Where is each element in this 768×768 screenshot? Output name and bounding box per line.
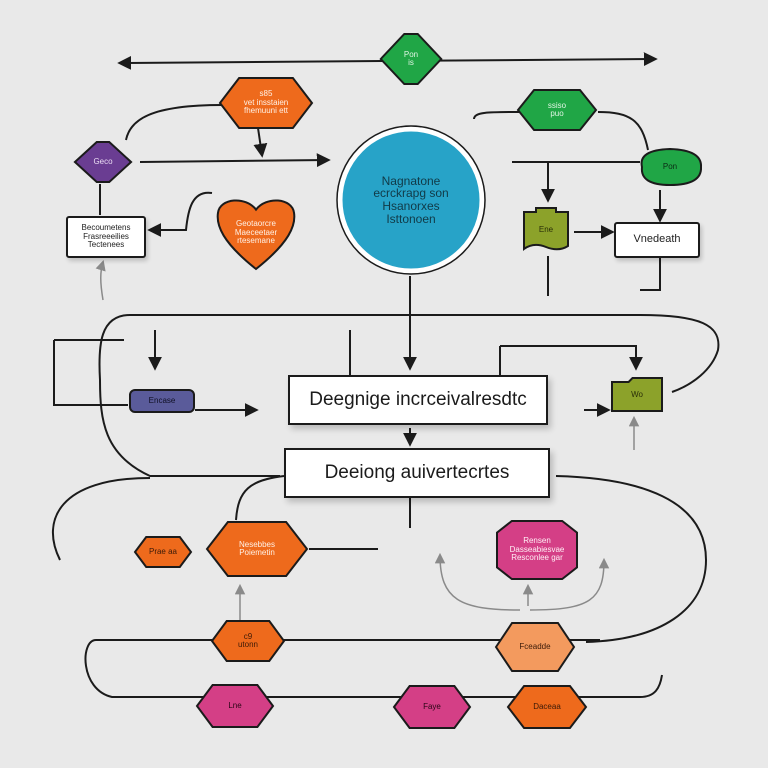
node-main-box-1: Deegnige incrceivalresdtc [288,375,548,425]
node-label: c9 utonn [237,631,259,649]
node-shape [133,536,193,568]
node-shape [210,620,286,662]
node-pink-bottom-2: Faye [392,684,472,730]
node-label: Deegnige incrceivalresdtc [309,389,527,411]
connector-line [639,674,663,698]
node-label: Daceaa [533,701,561,711]
node-shape [129,389,195,413]
connector-line [139,153,331,168]
connector-line [235,475,285,521]
node-olive-doc: Ene [521,206,571,254]
node-label: Wo [631,389,643,399]
node-label: Fceadde [519,641,551,651]
node-purple-card: Encase [128,388,196,414]
node-label: Nesebbes Poiemetin [238,539,276,557]
node-label: Nagnatone ecrckrapg son Hsanorxes Istton… [373,173,449,226]
node-shape [205,521,309,577]
node-label: Ene [538,224,554,234]
node-shape [516,89,598,131]
node-shape [506,685,588,729]
node-right-green: Pon [636,146,704,188]
connector-line [473,111,521,120]
node-top-orange: s85 vet insstaien fhemuuni ett [218,76,314,130]
node-shape [611,377,663,412]
node-label: Geco [93,156,113,166]
connector-line [434,552,521,611]
node-label: Deeiong auivertecrtes [324,462,510,484]
node-label: Faye [423,701,441,711]
node-top-green: Pon is [369,32,453,86]
connector-line [84,639,640,698]
connector-line [500,345,643,371]
node-orange-c9: c9 utonn [210,619,286,663]
node-shape [523,207,569,251]
node-shape [73,141,133,183]
node-shape [218,77,314,129]
node-shape [496,520,578,580]
connector-line [51,477,151,561]
node-right-box: Vnedeath [614,222,700,258]
connector-line [95,259,106,301]
node-left-box: Becoumetens Frasreeeilies Tectenees [66,216,146,258]
node-label: Becoumetens Frasreeeilies Tectenees [81,223,131,250]
node-pink-bottom-1: Lne [195,683,275,729]
node-label: Encase [148,395,176,405]
node-top-right-green: ssiso puo [516,88,598,132]
node-shape [216,199,296,271]
node-center-circle: Nagnatone ecrckrapg son Hsanorxes Istton… [336,125,486,275]
node-label: Lne [228,700,242,710]
node-label: Geotaorcre Maeceetaer rtesemane [234,219,278,246]
connector-line [597,111,649,151]
node-main-box-2: Deeiong auivertecrtes [284,448,550,498]
node-left-purple: Geco [64,140,142,184]
node-label: Pon [662,161,678,171]
node-label: Pon is [403,49,419,67]
node-shape [640,147,703,187]
node-orange-bottom: Daceaa [506,684,588,730]
connector-line [53,340,128,406]
connector-line [98,314,280,477]
node-olive-folder: Wo [609,376,665,414]
connector-line [147,191,213,237]
node-label: Prae aa [148,546,178,556]
node-shape [392,685,472,729]
node-label: Rensen Dasseabiesvae Resconlee gar [509,536,565,563]
node-small-orange: Prae aa [133,535,193,569]
node-label: s85 vet insstaien fhemuuni ett [243,89,289,116]
connector-line [125,104,223,141]
node-shape [195,684,275,728]
node-label: Vnedeath [633,233,681,246]
node-pink-octagon: Rensen Dasseabiesvae Resconlee gar [495,519,579,581]
node-orange-hex: Nesebbes Poiemetin [205,520,309,578]
node-salmon-hex: Fceadde [494,621,576,673]
connector-line [253,127,268,158]
node-shape [379,33,443,85]
node-label: ssiso puo [547,100,567,118]
connector-line [529,557,610,611]
node-shape [336,125,486,275]
node-heart: Geotaorcre Maeceetaer rtesemane [214,194,298,272]
connector-line [555,475,708,643]
connector-line [640,258,661,291]
node-shape [494,622,576,672]
connector-line [639,314,720,393]
